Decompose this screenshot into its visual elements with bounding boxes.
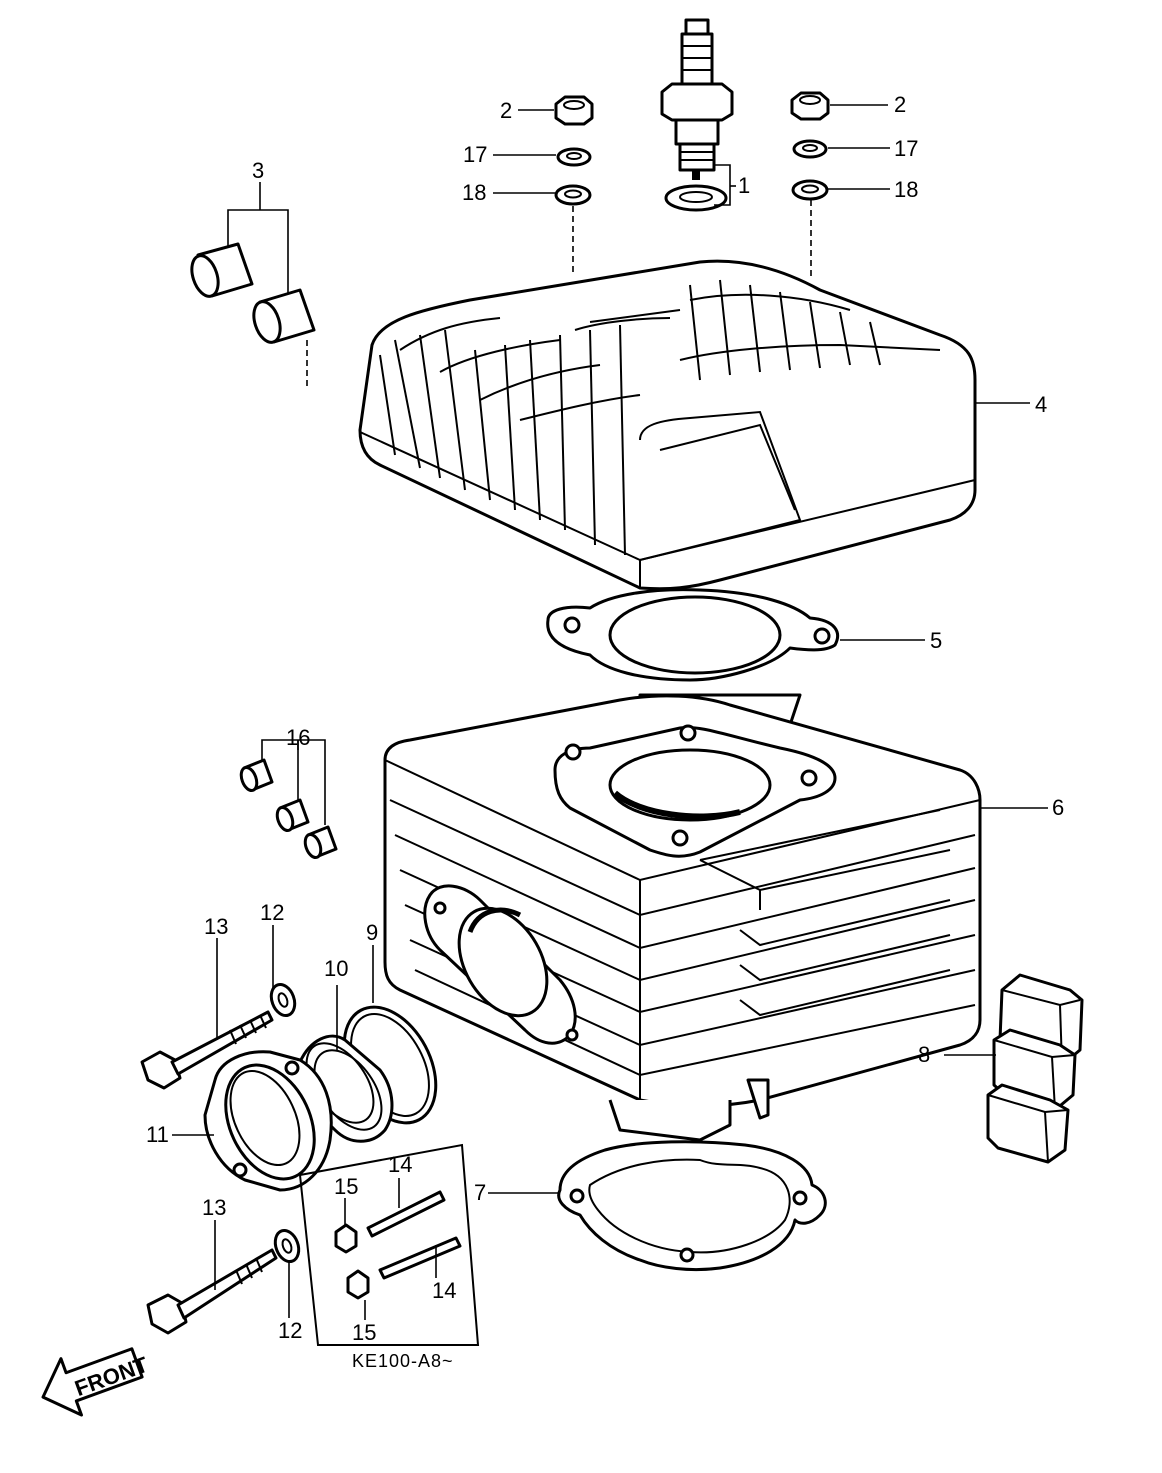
nut-inset-upper	[334, 1223, 358, 1254]
dowel-pin-3b	[252, 288, 316, 344]
model-note: KE100-A8~	[352, 1351, 454, 1371]
washer-lower	[273, 1229, 301, 1263]
callout-17: 17	[894, 136, 918, 161]
cylinder	[383, 693, 982, 1142]
callout-17: 17	[463, 142, 487, 167]
flat-washer-right	[791, 179, 829, 201]
callout-15: 15	[334, 1174, 358, 1199]
dowel-pin-16b	[275, 798, 310, 833]
spark-plug	[660, 18, 734, 212]
nut-right	[790, 91, 830, 121]
lock-washer-right	[792, 139, 828, 159]
front-arrow	[41, 1347, 144, 1417]
callout-13: 13	[204, 914, 228, 939]
callout-8: 8	[918, 1042, 930, 1067]
callout-2: 2	[894, 92, 906, 117]
callout-16: 16	[286, 725, 310, 750]
callout-10: 10	[324, 956, 348, 981]
bolt-lower	[146, 1248, 278, 1335]
callout-12: 12	[260, 900, 284, 925]
callout-14: 14	[388, 1152, 412, 1177]
base-gasket	[557, 1140, 827, 1272]
intake-flange	[203, 1050, 333, 1192]
callout-15: 15	[352, 1320, 376, 1345]
callout-18: 18	[894, 177, 918, 202]
cylinder-head	[358, 259, 977, 591]
head-gasket	[546, 588, 840, 682]
callout-11: 11	[146, 1122, 169, 1147]
callout-6: 6	[1052, 795, 1064, 820]
callout-12: 12	[278, 1318, 302, 1343]
washer-upper	[269, 983, 297, 1017]
reed-block	[986, 973, 1084, 1164]
nut-left	[554, 95, 594, 126]
nut-inset-lower	[346, 1269, 370, 1300]
callout-7: 7	[474, 1180, 486, 1205]
callout-1: 1	[738, 173, 750, 198]
callout-5: 5	[930, 628, 942, 653]
dowel-pin-16c	[303, 825, 338, 860]
stud-lower	[378, 1236, 462, 1280]
lock-washer-left	[556, 147, 592, 167]
stud-upper	[366, 1190, 446, 1238]
dowel-pin-3a	[190, 242, 254, 298]
callout-13: 13	[202, 1195, 226, 1220]
callout-18: 18	[462, 180, 486, 205]
callout-4: 4	[1035, 392, 1047, 417]
callout-3: 3	[252, 158, 264, 183]
callout-2: 2	[500, 98, 512, 123]
flat-washer-left	[554, 184, 592, 206]
dowel-pin-16a	[239, 758, 274, 793]
callout-9: 9	[366, 920, 378, 945]
bolt-upper	[140, 1010, 274, 1090]
callout-14: 14	[432, 1278, 456, 1303]
